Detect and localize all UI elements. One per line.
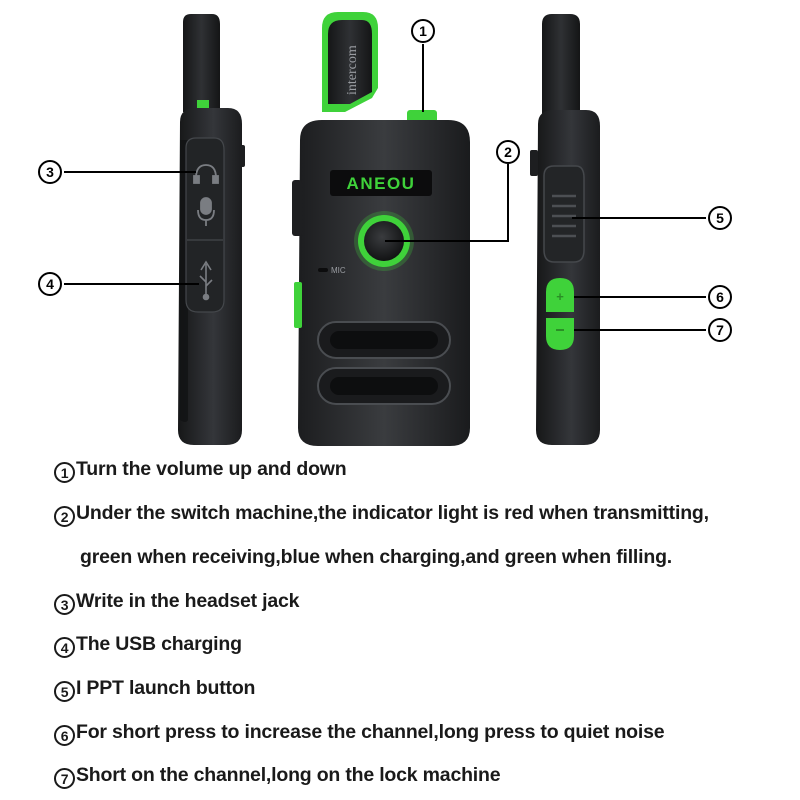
callout-4-marker (38, 272, 62, 296)
callout-1-marker (411, 19, 435, 43)
callout-7-number: 7 (716, 322, 724, 338)
legend-number-2: 2 (54, 506, 75, 527)
front-body (298, 120, 470, 446)
left-side-view (178, 14, 245, 445)
legend-text-2b: green when receiving,blue when charging,… (80, 546, 672, 568)
right-body (536, 110, 600, 445)
legend-number-6: 6 (54, 725, 75, 746)
headset-icon (193, 164, 219, 184)
right-antenna (542, 14, 580, 114)
legend-text-7: Short on the channel,long on the lock ma… (76, 764, 501, 786)
callout-4-number: 4 (46, 276, 54, 292)
callout-6-marker (708, 285, 732, 309)
legend-number-4: 4 (54, 637, 75, 658)
legend-text-3: Write in the headset jack (76, 590, 300, 612)
callout-7-marker (708, 318, 732, 342)
mic-icon (197, 197, 215, 226)
callout-5-number: 5 (716, 210, 724, 226)
legend-number-5: 5 (54, 681, 75, 702)
callout-1-number: 1 (419, 23, 427, 39)
legend-number-3: 3 (54, 594, 75, 615)
antenna-label: intercom (345, 45, 360, 95)
legend-text-1: Turn the volume up and down (76, 458, 347, 480)
callout-2-marker (496, 140, 520, 164)
legend-text-4: The USB charging (76, 633, 242, 655)
front-antenna (328, 20, 372, 104)
legend-text-2: Under the switch machine,the indicator l… (76, 502, 709, 524)
front-view: intercom ANEOU MIC (292, 12, 470, 446)
mic-label: MIC (331, 266, 346, 275)
callout-6-number: 6 (716, 289, 724, 305)
brand-logo: ANEOU (347, 174, 416, 193)
legend-number-7: 7 (54, 768, 75, 789)
left-antenna (183, 14, 220, 112)
device-figure: intercom ANEOU MIC + (38, 12, 732, 446)
legend-item-2-continued: green when receiving,blue when charging,… (80, 546, 672, 569)
power-knob[interactable] (364, 221, 404, 261)
channel-down-button[interactable] (546, 318, 574, 350)
callout-3-marker (38, 160, 62, 184)
svg-text:+: + (556, 289, 564, 304)
usb-icon (199, 260, 213, 301)
ppt-button[interactable] (543, 165, 585, 263)
channel-up-button[interactable] (546, 278, 574, 312)
left-antenna-accent (197, 100, 209, 110)
brand-plate (330, 170, 432, 196)
left-port-cover (185, 137, 225, 313)
legend-number-1: 1 (54, 462, 75, 483)
legend-text-5: I PPT launch button (76, 677, 256, 699)
callout-5-marker (708, 206, 732, 230)
callouts: 1 2 3 4 5 6 7 (38, 19, 732, 342)
right-side-view: + (530, 14, 600, 445)
legend-text-6: For short press to increase the channel,… (76, 721, 665, 743)
callout-2-number: 2 (504, 144, 512, 160)
callout-3-number: 3 (46, 164, 54, 180)
